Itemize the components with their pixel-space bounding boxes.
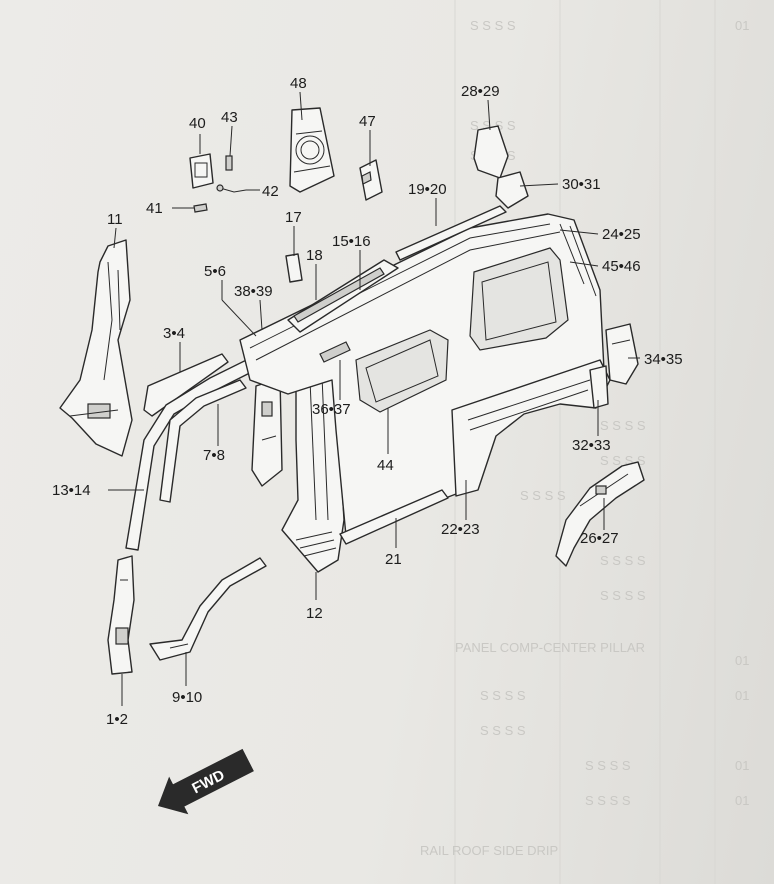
callout-38-39: 38•39	[234, 283, 273, 300]
fwd-arrow: FWD	[158, 748, 254, 815]
part-21-lower-sill	[339, 489, 449, 545]
callout-19-20: 19•20	[408, 181, 447, 198]
callout-labels: 48 43 40 47 28•29 42 41 30•31 19•20 11 1…	[52, 75, 683, 728]
part-11-front-pillar	[59, 239, 133, 457]
part-45-46-strip	[569, 225, 597, 297]
callout-11: 11	[107, 211, 123, 228]
fwd-arrow-shape	[158, 748, 254, 815]
callout-5-6: 5•6	[204, 263, 226, 280]
part-47-bracket-hole	[361, 171, 372, 185]
ghost-cell: S S S S	[600, 553, 646, 568]
callout-40: 40	[189, 115, 206, 132]
callout-7-8: 7•8	[203, 447, 225, 464]
callout-36-37: 36•37	[312, 401, 351, 418]
part-28-29-gusset	[473, 125, 509, 179]
ghost-cell: S S S S	[585, 758, 631, 773]
callout-45-46: 45•46	[602, 258, 641, 275]
ghost-cell: S S S S	[600, 418, 646, 433]
leader-lines	[108, 91, 640, 706]
ghost-cell: S S S S	[480, 723, 526, 738]
ghost-row-no: 01	[735, 653, 749, 668]
callout-3-4: 3•4	[163, 325, 185, 342]
part-3-4-sill-strip	[143, 353, 229, 417]
callout-12: 12	[306, 605, 323, 622]
part-9-10-arch	[149, 557, 267, 661]
ghost-row-no: 01	[735, 688, 749, 703]
ghost-row-no: 01	[735, 793, 749, 808]
callout-1-2: 1•2	[106, 711, 128, 728]
ghost-header: PANEL COMP-CENTER PILLAR	[455, 640, 645, 655]
part-36-37-stiffener	[319, 341, 351, 363]
part-30-31-extension	[495, 171, 529, 209]
callout-32-33: 32•33	[572, 437, 611, 454]
callout-22-23: 22•23	[441, 521, 480, 538]
callout-48: 48	[290, 75, 307, 92]
part-7-8-drip-rail	[159, 379, 247, 503]
ghost-row-no: 01	[735, 18, 749, 33]
ghost-cell: S S S S	[585, 793, 631, 808]
callout-26-27: 26•27	[580, 530, 619, 547]
ghost-header: RAIL ROOF SIDE DRIP	[420, 843, 558, 858]
part-42-spring	[219, 187, 247, 193]
part-44-door-window	[355, 329, 449, 413]
ghost-cell: S S S S	[520, 488, 566, 503]
callout-42: 42	[262, 183, 279, 200]
part-41-bolt	[193, 203, 208, 213]
callout-18: 18	[306, 247, 323, 264]
part-32-33-rear-piece	[589, 365, 609, 409]
part-43-hinge	[225, 155, 233, 171]
callout-21: 21	[385, 551, 402, 568]
callout-41: 41	[146, 200, 163, 217]
ghost-cell: S S S S	[600, 588, 646, 603]
callout-34-35: 34•35	[644, 351, 683, 368]
callout-9-10: 9•10	[172, 689, 202, 706]
part-17-bracket	[285, 253, 303, 283]
callout-24-25: 24•25	[602, 226, 641, 243]
callout-30-31: 30•31	[562, 176, 601, 193]
part-48-filler-panel	[289, 107, 335, 193]
part-24-25-strip	[559, 223, 585, 285]
callout-47: 47	[359, 113, 376, 130]
part-34-35-lamp-housing	[605, 323, 639, 385]
quarter-window	[469, 247, 569, 351]
callout-43: 43	[221, 109, 238, 126]
callout-44: 44	[377, 457, 394, 474]
part-42-spring-end	[216, 184, 224, 192]
callout-13-14: 13•14	[52, 482, 91, 499]
ghost-cell: S S S S	[470, 18, 516, 33]
part-26-27-rear-arch	[555, 461, 645, 567]
ghost-row-no: 01	[735, 758, 749, 773]
part-38-39-inner-pillar	[251, 377, 283, 487]
part-19-20-upper-rail	[395, 205, 507, 261]
part-40-filler-lid	[189, 153, 214, 189]
part-12-center-pillar	[281, 351, 345, 573]
part-1-2-pillar-lower	[107, 555, 135, 675]
ghost-cell: S S S S	[480, 688, 526, 703]
part-18-rail	[293, 267, 385, 323]
callout-28-29: 28•29	[461, 83, 500, 100]
callout-17: 17	[285, 209, 302, 226]
callout-15-16: 15•16	[332, 233, 371, 250]
